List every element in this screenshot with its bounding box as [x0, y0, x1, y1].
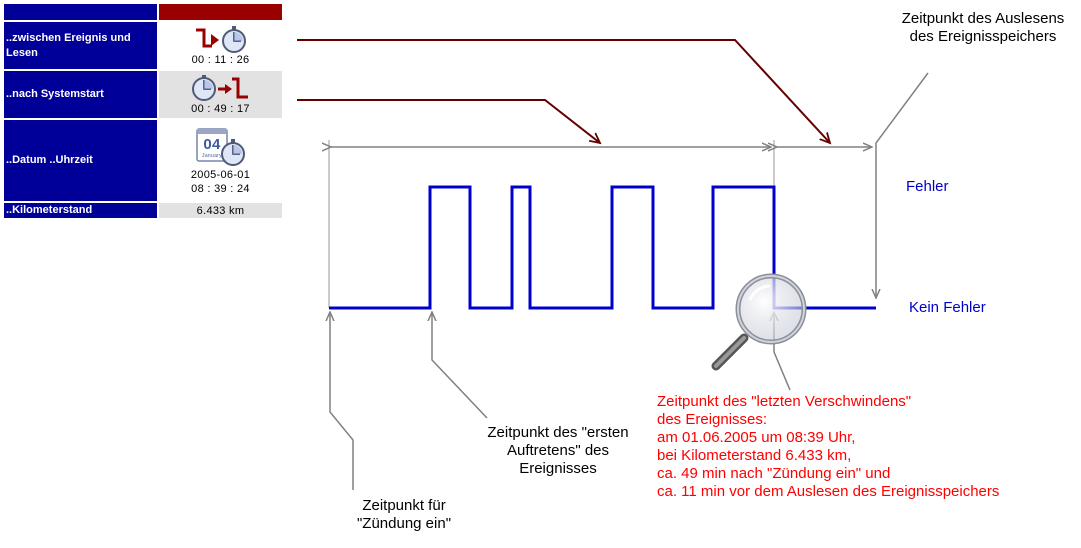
info-table: ..zwischen Ereignis und Lesen 00 : 11 : … — [4, 4, 282, 220]
table-header-value — [159, 4, 282, 20]
label-last-line: des Ereignisses: — [657, 411, 768, 428]
label-last-line: ca. 49 min nach "Zündung ein" und — [657, 465, 891, 482]
row-value-date: 2005-06-01 — [190, 168, 251, 181]
table-header-label — [4, 4, 157, 20]
label-readout-time: Zeitpunkt des Auslesens des Ereignisspei… — [901, 10, 1065, 45]
label-last-line: am 01.06.2005 um 08:39 Uhr, — [657, 429, 856, 446]
label-last-disappearance: Zeitpunkt des "letzten Verschwindens" de… — [657, 393, 999, 501]
pointer-first-occurrence — [432, 312, 488, 419]
table-header-row — [4, 4, 282, 20]
table-row-mileage: ..Kilometerstand 6.433 km — [4, 203, 282, 218]
calendar-day: 04 — [203, 136, 221, 153]
readout-leader-line — [876, 72, 929, 298]
row-value-time: 08 : 39 : 24 — [191, 182, 250, 195]
row-value-cell: 00 : 49 : 17 — [159, 71, 282, 118]
label-ignition: Zeitpunkt für "Zündung ein" — [356, 497, 452, 532]
table-row-time-since-start: ..nach Systemstart 00 : 49 : 17 — [4, 71, 282, 118]
event-to-clock-icon — [190, 25, 252, 54]
row-value: 00 : 11 : 26 — [191, 53, 250, 66]
row-value: 00 : 49 : 17 — [191, 102, 250, 115]
label-last-line: Zeitpunkt des "letzten Verschwindens" — [657, 393, 912, 410]
label-last-line: bei Kilometerstand 6.433 km, — [657, 447, 852, 464]
calendar-month: January — [202, 153, 222, 159]
row-label: ..nach Systemstart — [4, 71, 157, 118]
row-value: 6.433 km — [196, 204, 245, 217]
row-label: ..Kilometerstand — [4, 203, 157, 218]
table-row-date-time: ..Datum ..Uhrzeit 04 January 2005-06-01 — [4, 120, 282, 201]
state-label-error: Fehler — [906, 178, 949, 195]
row-label: ..Datum ..Uhrzeit — [4, 120, 157, 201]
table-row-time-since-event: ..zwischen Ereignis und Lesen 00 : 11 : … — [4, 22, 282, 69]
clock-to-event-icon — [190, 74, 252, 103]
connector-line-event-to-read — [297, 39, 830, 143]
row-label: ..zwischen Ereignis und Lesen — [4, 22, 157, 69]
error-signal-waveform — [329, 185, 876, 310]
row-value-cell: 6.433 km — [159, 203, 282, 218]
label-last-line: ca. 11 min vor dem Auslesen des Ereignis… — [657, 483, 1000, 500]
row-value-cell: 04 January 2005-06-01 08 : 39 : 24 — [159, 120, 282, 201]
calendar-clock-icon: 04 January — [193, 127, 249, 169]
pointer-ignition — [330, 312, 354, 490]
row-value-cell: 00 : 11 : 26 — [159, 22, 282, 69]
connector-line-since-start — [297, 99, 600, 143]
magnifier-icon — [711, 273, 807, 371]
label-first-occurrence: Zeitpunkt des "ersten Auftretens" des Er… — [487, 424, 629, 477]
state-label-no-error: Kein Fehler — [909, 299, 986, 316]
